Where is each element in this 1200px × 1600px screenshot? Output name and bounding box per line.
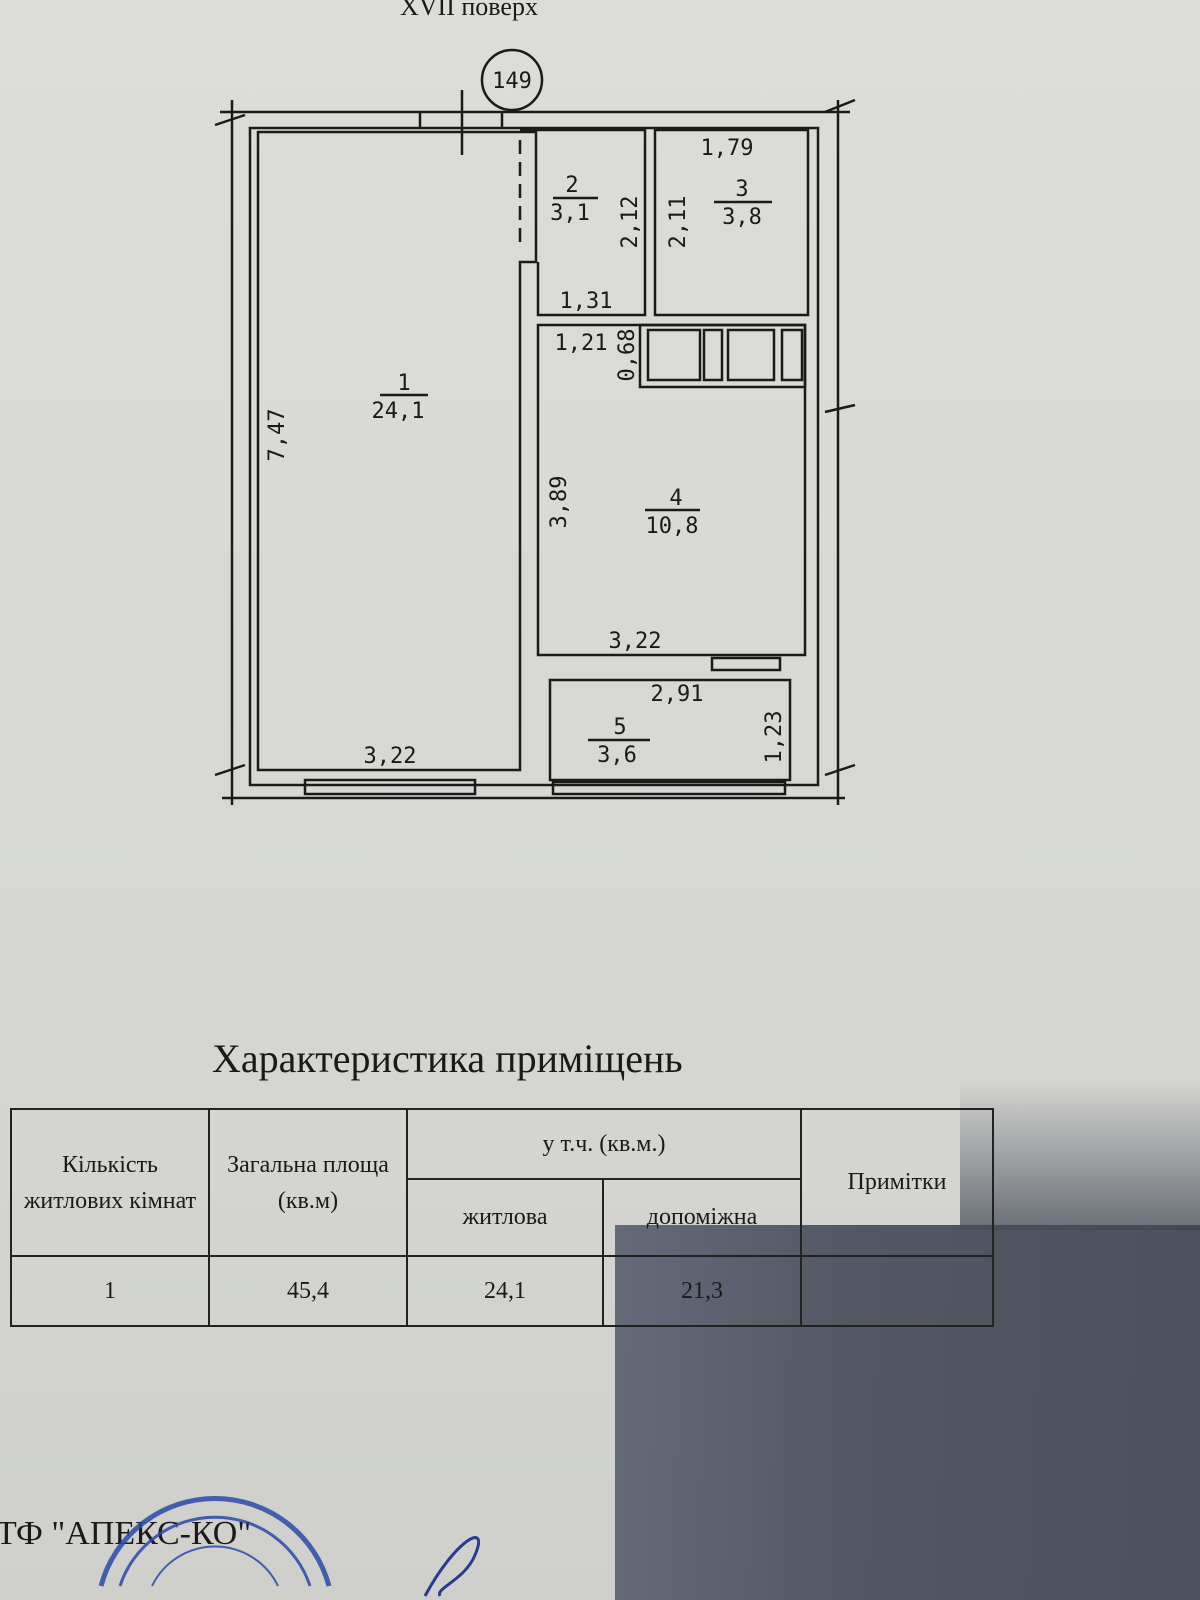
room-3-number: 3 (735, 177, 748, 202)
room-4-area: 10,8 (646, 514, 699, 539)
dim-corridor-width: 1,21 (555, 331, 608, 356)
room-2-number: 2 (565, 173, 578, 198)
table-row: 1 45,4 24,1 21,3 (10, 1255, 994, 1327)
dim-room1-height: 7,47 (265, 409, 290, 462)
cell-total-area: 45,4 (208, 1255, 408, 1327)
header-notes: Примітки (800, 1108, 994, 1257)
room-1-number: 1 (397, 371, 410, 396)
dim-room3-height: 2,11 (666, 196, 691, 249)
dim-room3-width: 1,79 (701, 136, 754, 161)
dim-room2-width: 1,31 (560, 289, 613, 314)
table-title: Характеристика приміщень (212, 1036, 683, 1081)
shadow (960, 1080, 1200, 1230)
header-total-area: Загальна площа (кв.м) (208, 1108, 408, 1257)
floor-plan: 149 1 24,1 2 3,1 3 3,8 4 10,8 5 3,6 7,47… (214, 48, 856, 805)
stamp (98, 1496, 481, 1597)
cell-notes (800, 1255, 994, 1327)
header-auxiliary: допоміжна (602, 1178, 802, 1257)
dim-room1-width: 3,22 (364, 744, 417, 769)
room-1-area: 24,1 (372, 399, 425, 424)
rooms-characteristics-table: Кількість житлових кімнат Загальна площа… (10, 1108, 994, 1327)
header-living: житлова (406, 1178, 604, 1257)
room-5-area: 3,6 (597, 743, 637, 768)
header-rooms-count: Кількість житлових кімнат (10, 1108, 210, 1257)
cell-auxiliary: 21,3 (602, 1255, 802, 1327)
floor-label: XVII поверх (400, 0, 538, 21)
header-including: у т.ч. (кв.м.) (406, 1108, 802, 1180)
apartment-number: 149 (492, 69, 532, 94)
room-2-area: 3,1 (550, 201, 590, 226)
room-4-number: 4 (669, 486, 682, 511)
dim-room4-height: 3,89 (547, 476, 572, 529)
dim-corridor-height: 0,68 (615, 329, 640, 382)
dim-room2-height: 2,12 (618, 196, 643, 249)
dim-room5-height: 1,23 (762, 711, 787, 764)
cell-rooms-count: 1 (10, 1255, 210, 1327)
cell-living: 24,1 (406, 1255, 604, 1327)
room-3-area: 3,8 (722, 205, 762, 230)
room-5-number: 5 (613, 715, 626, 740)
dim-room5-width: 2,91 (651, 682, 704, 707)
dim-room4-width: 3,22 (609, 629, 662, 654)
